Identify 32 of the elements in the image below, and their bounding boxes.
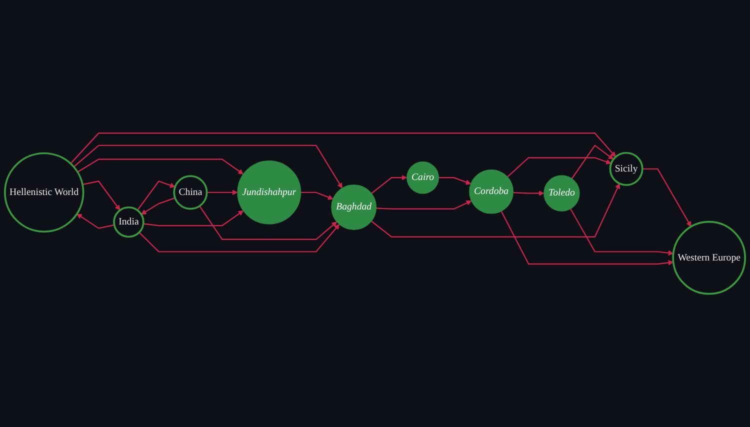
arrow [376, 200, 472, 210]
arrow [500, 210, 674, 266]
arrow [371, 174, 408, 194]
arrow [77, 158, 244, 174]
arrow [642, 168, 692, 227]
arrow [76, 214, 114, 229]
node-circle: Hellenistic World [4, 152, 84, 233]
node-circle: Jundishahpur [237, 160, 302, 224]
arrow [136, 180, 176, 211]
node-circle: Toledo [544, 175, 580, 212]
arrow [300, 192, 334, 200]
arrow [438, 177, 472, 185]
node-circle: Cairo [406, 161, 439, 194]
arrow [371, 183, 620, 238]
arrow [138, 224, 340, 252]
node-circle: China [173, 175, 208, 210]
arrow [143, 210, 244, 226]
node-circle: Western Europe [672, 220, 746, 295]
arrow [82, 180, 120, 210]
arrow [199, 206, 338, 240]
node-circle: Sicily [609, 152, 644, 186]
arrow [73, 144, 342, 188]
arrow [70, 132, 616, 164]
arrow [571, 144, 614, 179]
arrow [507, 157, 612, 178]
node-circle: Cordoba [469, 169, 514, 214]
arrow [513, 190, 544, 196]
arrow [570, 208, 674, 256]
arrow [141, 197, 176, 215]
node-circle: Baghdad [331, 184, 376, 230]
node-circle: India [113, 206, 144, 238]
arrow [206, 190, 238, 196]
